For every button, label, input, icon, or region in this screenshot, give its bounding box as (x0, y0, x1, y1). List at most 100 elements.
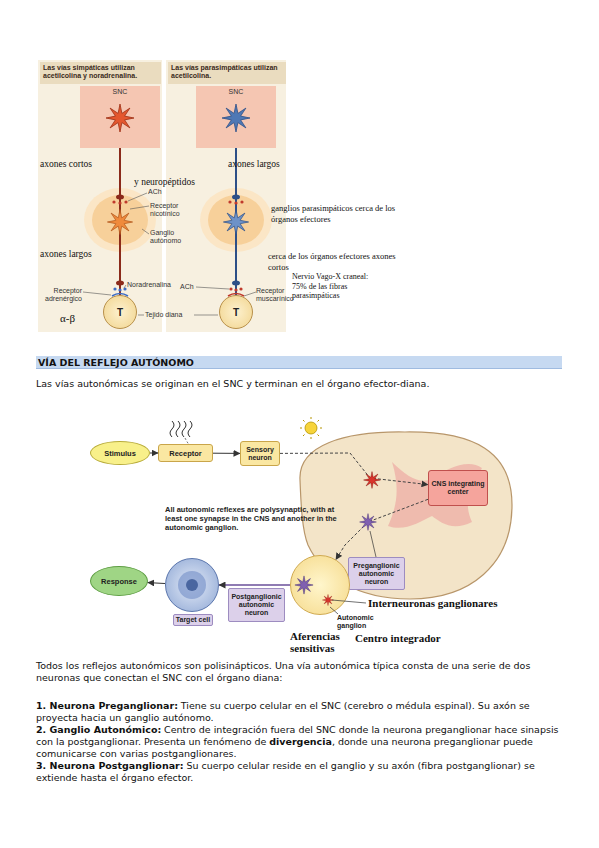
ach-dot (112, 200, 115, 203)
node-text: CNS integrating center (429, 480, 487, 496)
target-tissue: T (219, 295, 253, 329)
ganglion-halo (200, 188, 272, 252)
neuron-box: Preganglionic autonomic neuron (348, 557, 405, 590)
receptor-mark (112, 294, 128, 297)
axon-terminal (116, 281, 124, 286)
list-text: divergencia (269, 736, 332, 747)
connector (150, 453, 158, 454)
header-band: Las vías parasimpáticas utilizan acetilc… (168, 62, 286, 84)
annotation: Centro integrador (355, 632, 475, 644)
header-band: Las vías simpáticas utilizan acetilcolin… (40, 62, 161, 84)
connector (235, 148, 237, 295)
node-text: Preganglionic autonomic neuron (349, 562, 404, 586)
annotation: axones cortos (40, 159, 120, 170)
neuron-body (364, 472, 381, 489)
cell-cytoplasm (178, 571, 206, 599)
cns-box: SNC (80, 86, 160, 148)
part-label: ACh (148, 188, 168, 196)
node-text: SNC (113, 88, 128, 96)
neuron-body (322, 594, 333, 605)
list-item: 2. Ganglio Autonómico:Centro de integrac… (36, 724, 563, 760)
part-label: Noradrenalina (127, 281, 187, 289)
heat-icon (170, 421, 174, 437)
figure-panel (38, 60, 286, 332)
node-text: Response (101, 577, 137, 586)
cell-nucleus (186, 579, 198, 591)
noradrenaline-dot (118, 288, 121, 291)
neuron-box: Postganglionic autonomic neuron (228, 588, 285, 622)
annotation: α-β (60, 312, 90, 324)
sun-icon (305, 422, 317, 434)
stimulus-ellipse: Stimulus (90, 441, 150, 465)
annotation: y neuropéptidos (134, 177, 224, 188)
part-label: Ganglio autónomo (150, 229, 192, 245)
ach-dot (240, 200, 243, 203)
cns-box: SNC (196, 86, 276, 148)
leader-line (83, 193, 256, 315)
node-text: SNC (229, 88, 244, 96)
axon-terminal (232, 281, 240, 286)
body-text: Todos los reflejos autonómicos son polis… (36, 660, 563, 684)
column-divider (162, 60, 166, 332)
part-label: Tejido diana (145, 311, 195, 319)
annotation: Interneuronas ganglionares (368, 597, 518, 609)
list-text: 3. Neurona Postganglionar: (36, 760, 184, 771)
node-text: T (117, 307, 123, 318)
heat-icon (182, 421, 186, 437)
list-item: 1. Neurona Preganglionar:Tiene su cuerpo… (36, 700, 563, 724)
annotation: Aferencias sensitivas (290, 630, 352, 654)
neuron-body (106, 104, 134, 132)
node-text: Receptor (169, 449, 202, 458)
part-label: Receptor adrenérgico (40, 287, 82, 303)
connector (280, 453, 428, 485)
part-label: Receptor nicotínico (150, 202, 192, 218)
annotation: ganglios parasimpáticos cerca de los órg… (271, 203, 401, 225)
list-text: 1. Neurona Preganglionar: (36, 700, 178, 711)
node-text: Las vías simpáticas utilizan acetilcolin… (43, 64, 158, 80)
ganglion-circle: Autonomic ganglion (290, 555, 350, 615)
receptor-mark (228, 294, 244, 297)
neuron-body (107, 209, 132, 234)
annotation: axones largos (228, 159, 308, 170)
node-text: Autonomic ganglion (337, 614, 391, 630)
neuron-body (222, 104, 250, 132)
neuron-body (223, 209, 248, 234)
note-text: All autonomic reflexes are polysynaptic,… (165, 505, 343, 532)
ganglion-halo (92, 195, 148, 245)
ach-dot (234, 201, 237, 204)
section-heading: VÍA DEL REFLEJO AUTÓNOMO (36, 356, 562, 369)
connector (336, 499, 428, 559)
connector (219, 584, 290, 586)
connector (148, 582, 165, 584)
axon-terminal (232, 195, 240, 200)
list-text: 2. Ganglio Autonómico: (36, 724, 161, 735)
sensory-box: Sensory neuron (240, 441, 280, 466)
ach-dot (124, 200, 127, 203)
annotation: axones largos (40, 249, 120, 260)
target-tissue: T (103, 295, 137, 329)
connector (213, 453, 240, 454)
noradrenaline-dot (123, 287, 126, 290)
part-label: Receptor muscarínico (256, 287, 302, 303)
cns-center-box: CNS integrating center (428, 470, 488, 506)
node-text: Stimulus (104, 449, 136, 458)
ach-dot (239, 287, 242, 290)
ganglion-halo (208, 195, 264, 245)
noradrenaline-dot (113, 287, 116, 290)
neuron-body (360, 514, 377, 531)
node-text: Target cell (173, 614, 213, 626)
neuron-body (295, 576, 313, 594)
list-item: 3. Neurona Postganglionar:Su cuerpo celu… (36, 760, 563, 784)
ach-dot (229, 287, 232, 290)
receptor-box: Receptor (158, 444, 213, 462)
node-text: T (233, 307, 239, 318)
response-ellipse: Response (90, 566, 148, 596)
heat-icon (188, 421, 192, 437)
axon-terminal (116, 195, 124, 200)
annotation: cerca de los órganos efectores axones co… (268, 251, 398, 273)
node-text: Sensory neuron (241, 446, 279, 462)
ach-dot (118, 201, 121, 204)
sun-rays (300, 417, 322, 439)
annotation: Nervio Vago-X craneal: 75% de las fibras… (292, 272, 372, 301)
